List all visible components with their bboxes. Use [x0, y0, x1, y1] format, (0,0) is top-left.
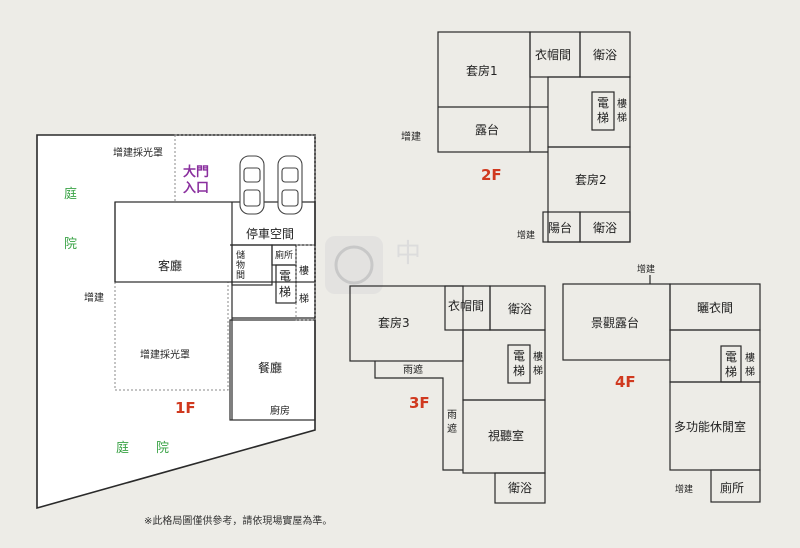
- disclaimer-note: ※此格局圖僅供參考，請依現場實屋為準。: [144, 514, 332, 527]
- floor3-elevator-2: 梯: [513, 364, 525, 378]
- floor-2f: 套房1 衣帽間 衛浴 電 梯 樓 梯 露台 增建 套房2 陽台 衛浴 增建 2F: [401, 31, 631, 243]
- floor4-multi-room: 多功能休閒室: [674, 419, 746, 434]
- floor2-elevator-2: 梯: [597, 111, 609, 125]
- floor3-label: 3F: [409, 394, 430, 412]
- floor1-storage-2: 物: [236, 259, 245, 271]
- floor1-elevator-2: 梯: [279, 285, 291, 299]
- floor3-bath-bottom: 衛浴: [508, 481, 532, 495]
- floor1-skylight-mid-label: 增建採光罩: [140, 348, 190, 361]
- floor1-stairs-2: 梯: [299, 292, 309, 305]
- floor2-bath-bottom: 衛浴: [593, 221, 617, 235]
- floor2-addition-bottom: 增建: [517, 229, 535, 241]
- floor3-closet: 衣帽間: [448, 298, 484, 313]
- floor2-label: 2F: [481, 166, 502, 184]
- floor1-skylight-top-label: 增建採光罩: [113, 146, 163, 159]
- car-left-icon: [239, 155, 265, 215]
- floor2-suite1: 套房1: [466, 63, 498, 78]
- floor1-label: 1F: [175, 399, 196, 417]
- floor1-living: 客廳: [158, 258, 182, 273]
- floor4-label: 4F: [615, 373, 636, 391]
- floor2-terrace: 露台: [475, 122, 499, 137]
- floor3-stairs-1: 樓: [533, 350, 543, 363]
- floor1-yard-top-1: 庭: [64, 186, 77, 202]
- floor2-bath-top: 衛浴: [593, 48, 617, 62]
- floor1-yard-outline: [36, 134, 316, 510]
- floor3-canopy-v-1: 雨: [447, 410, 457, 421]
- watermark-text: 中: [395, 239, 421, 269]
- floor1-storage-3: 間: [236, 270, 245, 281]
- floor2-balcony: 陽台: [548, 220, 572, 235]
- floor3-elevator-1: 電: [513, 349, 525, 363]
- floor1-yard-bottom-1: 庭: [116, 440, 129, 456]
- floor1-dining: 餐廳: [258, 360, 282, 375]
- floor1-parking: 停車空間: [246, 226, 294, 241]
- floor1-addition-label: 增建: [84, 291, 104, 304]
- floor4-view-terrace: 景觀露台: [591, 315, 639, 330]
- floor2-elevator-1: 電: [597, 96, 609, 110]
- floor2-closet: 衣帽間: [535, 47, 571, 62]
- floor1-storage-1: 儲: [236, 249, 245, 261]
- car-right-icon: [277, 155, 303, 215]
- floor2-stairs-1: 樓: [617, 97, 627, 110]
- floor4-elevator-1: 電: [725, 350, 737, 364]
- floor2-suite2: 套房2: [575, 172, 607, 187]
- floor4-addition-top: 增建: [637, 263, 655, 275]
- floor1-kitchen: 廚房: [270, 404, 290, 417]
- floor-3f: 套房3 衣帽間 衛浴 電 梯 樓 梯 雨遮 雨 遮 視聽室 衛浴 3F: [349, 285, 546, 504]
- floor4-stairs-2: 梯: [745, 365, 755, 378]
- floor3-av-room: 視聽室: [488, 428, 524, 443]
- floor3-suite3: 套房3: [378, 315, 410, 330]
- floor4-stairs-1: 樓: [745, 351, 755, 364]
- floor1-entrance-2: 入口: [183, 181, 209, 196]
- floor1-yard-bottom-2: 院: [156, 441, 169, 456]
- floor4-elevator-2: 梯: [725, 365, 737, 379]
- floor2-stairs-2: 梯: [617, 111, 627, 124]
- floor3-stairs-2: 梯: [533, 364, 543, 377]
- floor3-bath-top: 衛浴: [508, 302, 532, 316]
- floor4-toilet: 廁所: [720, 480, 744, 495]
- floor1-elevator-1: 電: [279, 269, 291, 283]
- floor2-addition-left: 增建: [401, 130, 421, 143]
- floor-1f: 庭 院 庭 院 增建採光罩 增建採光罩 增建 大門 入口 停車空間 客廳 儲 物…: [36, 134, 316, 510]
- floor3-canopy-h: 雨遮: [403, 363, 423, 376]
- floor1-toilet: 廁所: [275, 249, 293, 261]
- floor3-canopy-v-2: 遮: [447, 422, 457, 435]
- floor1-yard-top-2: 院: [64, 237, 77, 252]
- floor1-stairs-1: 樓: [299, 264, 309, 277]
- floor4-addition-bottom: 增建: [675, 483, 693, 495]
- floor4-drying: 曬衣間: [697, 300, 733, 315]
- watermark: 中: [325, 236, 421, 294]
- floor-4f: 增建 景觀露台 曬衣間 電 梯 樓 梯 多功能休閒室 增建 廁所 4F: [562, 263, 761, 503]
- floor1-entrance-1: 大門: [183, 164, 209, 180]
